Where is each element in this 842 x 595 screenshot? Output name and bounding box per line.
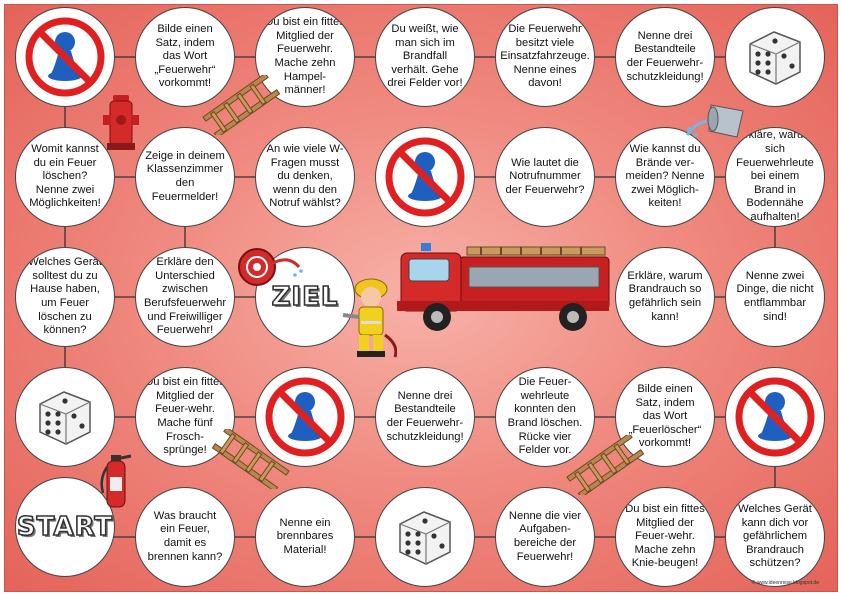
field-task: Nenne die vier Aufgaben-bereiche der Feu…	[495, 487, 595, 587]
field-task: Die Feuer-wehrleute konnten den Brand lö…	[495, 367, 595, 467]
task-text: Du bist ein fittes Mitglied der Feuer-we…	[145, 376, 225, 457]
fire-hydrant-icon	[103, 95, 139, 150]
field-task: Womit kannst du ein Feuer löschen? Nenne…	[15, 127, 115, 227]
field-task: Du weißt, wie man sich im Brandfall verh…	[375, 7, 475, 107]
firefighter-icon	[342, 278, 397, 358]
task-text: Bilde einen Satz, indem das Wort „Feuerl…	[628, 382, 702, 450]
field-task: Welches Gerät kann dich vor gefährlichem…	[725, 487, 825, 587]
field-task: Wie kannst du Brände ver-meiden? Nenne z…	[615, 127, 715, 227]
task-text: Du bist ein fittes Mitglied der Feuer-we…	[625, 502, 705, 570]
no-pawn-icon	[25, 17, 105, 97]
task-text: Wie lautet die Notrufnummer der Feuerweh…	[505, 156, 585, 196]
fire-truck-icon	[397, 243, 610, 331]
field-start: START	[15, 477, 115, 577]
start-label: START	[16, 511, 114, 543]
field-dice	[375, 487, 475, 587]
task-text: Die Feuer-wehrleute konnten den Brand lö…	[507, 376, 583, 457]
hose-reel-icon	[238, 248, 303, 286]
field-skip-turn	[255, 367, 355, 467]
field-dice	[15, 367, 115, 467]
task-text: Du weißt, wie man sich im Brandfall verh…	[387, 22, 463, 90]
dice-icon	[39, 391, 91, 445]
task-text: Nenne die vier Aufgaben-bereiche der Feu…	[508, 509, 582, 563]
field-skip-turn	[725, 367, 825, 467]
task-text: Zeige in deinem Klassenzimmer den Feuerm…	[145, 149, 225, 203]
field-task: Erkläre den Unterschied zwischen Berufsf…	[135, 247, 235, 347]
fire-extinguisher-icon	[100, 454, 132, 508]
field-task: Nenne drei Bestandteile der Feuerwehr-sc…	[615, 7, 715, 107]
task-text: Was braucht ein Feuer, damit es brennen …	[147, 509, 223, 563]
game-board: Bilde einen Satz, indem das Wort „Feuerw…	[4, 4, 838, 592]
task-text: Nenne drei Bestandteile der Feuerwehr-sc…	[386, 389, 464, 443]
no-pawn-icon	[265, 377, 345, 457]
task-text: Erkläre, warum sich Feuerwehrleute bei e…	[736, 129, 814, 224]
field-task: Du bist ein fittes Mitglied der Feuerweh…	[255, 7, 355, 107]
dice-icon	[399, 511, 451, 565]
field-task: Was braucht ein Feuer, damit es brennen …	[135, 487, 235, 587]
field-task: Du bist ein fittes Mitglied der Feuer-we…	[135, 367, 235, 467]
task-text: Nenne zwei Dinge, die nicht entflammbar …	[736, 269, 814, 323]
task-text: An wie viele W-Fragen musst du denken, w…	[266, 142, 344, 210]
field-task: Wie lautet die Notrufnummer der Feuerweh…	[495, 127, 595, 227]
field-dice	[725, 7, 825, 107]
field-task: Welches Gerät solltest du zu Hause haben…	[15, 247, 115, 347]
task-text: Bilde einen Satz, indem das Wort „Feuerw…	[154, 22, 216, 90]
field-task: Nenne zwei Dinge, die nicht entflammbar …	[725, 247, 825, 347]
task-text: Welches Gerät solltest du zu Hause haben…	[28, 256, 102, 337]
task-text: Wie kannst du Brände ver-meiden? Nenne z…	[625, 142, 705, 210]
task-text: Nenne ein brennbares Material!	[276, 516, 334, 556]
no-pawn-icon	[735, 377, 815, 457]
field-task: Zeige in deinem Klassenzimmer den Feuerm…	[135, 127, 235, 227]
field-task: Erkläre, warum sich Feuerwehrleute bei e…	[725, 127, 825, 227]
task-text: Die Feuerwehr besitzt viele Einsatzfahrz…	[500, 22, 590, 90]
field-skip-turn	[375, 127, 475, 227]
task-text: Welches Gerät kann dich vor gefährlichem…	[738, 502, 812, 570]
field-task: Nenne drei Bestandteile der Feuerwehr-sc…	[375, 367, 475, 467]
no-pawn-icon	[385, 137, 465, 217]
task-text: Womit kannst du ein Feuer löschen? Nenne…	[29, 142, 101, 210]
task-text: Erkläre den Unterschied zwischen Berufsf…	[143, 256, 227, 337]
field-task: Die Feuerwehr besitzt viele Einsatzfahrz…	[495, 7, 595, 107]
ladder-icon	[202, 75, 281, 135]
ladder-icon	[211, 429, 290, 489]
task-text: Du bist ein fittes Mitglied der Feuerweh…	[265, 16, 345, 97]
field-task: Bilde einen Satz, indem das Wort „Feuerl…	[615, 367, 715, 467]
field-skip-turn	[15, 7, 115, 107]
bucket-icon	[685, 104, 744, 138]
field-task: Bilde einen Satz, indem das Wort „Feuerw…	[135, 7, 235, 107]
field-task: Nenne ein brennbares Material!	[255, 487, 355, 587]
field-task: Erkläre, warum Brandrauch so gefährlich …	[615, 247, 715, 347]
dice-icon	[749, 31, 801, 85]
field-task: Du bist ein fittes Mitglied der Feuer-we…	[615, 487, 715, 587]
ladder-icon	[566, 435, 645, 495]
goal-label: ZIEL	[271, 281, 339, 313]
task-text: Nenne drei Bestandteile der Feuerwehr-sc…	[626, 29, 704, 83]
task-text: Erkläre, warum Brandrauch so gefährlich …	[627, 269, 703, 323]
field-task: An wie viele W-Fragen musst du denken, w…	[255, 127, 355, 227]
credit-text: © www.ideenreise.blogspot.de	[751, 580, 819, 586]
